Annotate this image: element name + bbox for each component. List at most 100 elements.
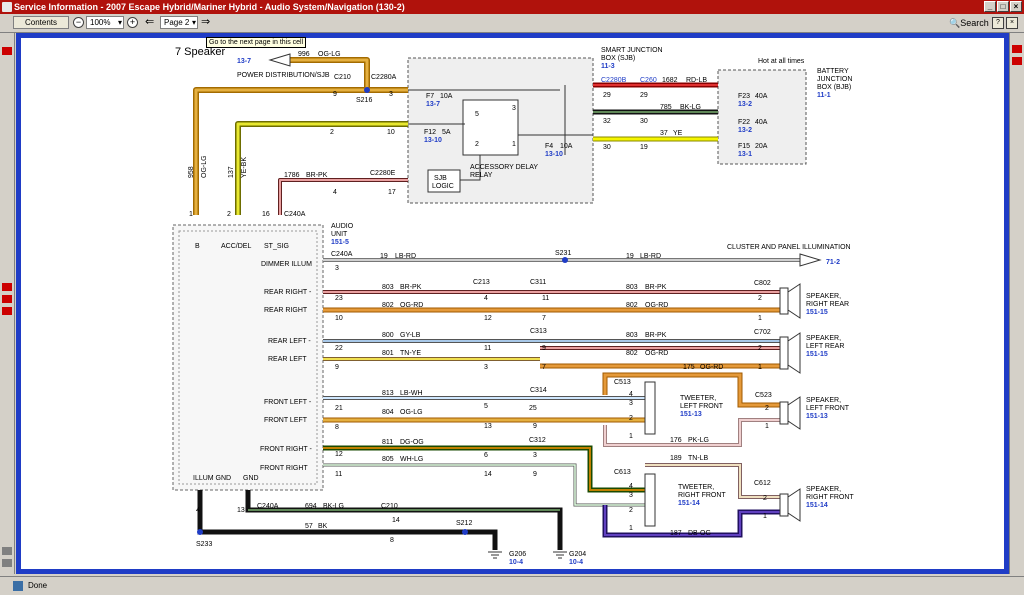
svg-text:32: 32 bbox=[603, 118, 611, 125]
svg-text:BATTERY: BATTERY bbox=[817, 68, 849, 75]
svg-text:LB-RD: LB-RD bbox=[640, 253, 661, 260]
svg-text:14: 14 bbox=[392, 517, 400, 524]
next-page-icon[interactable]: ⇒ bbox=[201, 16, 211, 28]
svg-text:151-15[interactable]: 151-15 bbox=[806, 309, 828, 316]
svg-text:11-3[interactable]: 11-3 bbox=[601, 63, 615, 70]
contents-button[interactable]: Contents bbox=[13, 16, 69, 29]
svg-text:151-13[interactable]: 151-13 bbox=[806, 413, 828, 420]
close-icon[interactable]: × bbox=[1006, 17, 1018, 29]
svg-text:C513: C513 bbox=[614, 379, 631, 386]
svg-text:GND: GND bbox=[243, 475, 259, 482]
svg-text:TN-YE: TN-YE bbox=[400, 350, 421, 357]
svg-text:C2280B: C2280B bbox=[601, 77, 627, 84]
svg-text:GY-LB: GY-LB bbox=[400, 332, 421, 339]
zoom-in-icon[interactable]: + bbox=[127, 17, 138, 28]
ref-13-7[interactable]: 13-7 bbox=[237, 58, 251, 65]
svg-text:10-4[interactable]: 10-4 bbox=[509, 559, 523, 566]
svg-text:151-14[interactable]: 151-14 bbox=[678, 500, 700, 507]
svg-text:151-5[interactable]: 151-5 bbox=[331, 239, 349, 246]
svg-text:13: 13 bbox=[484, 423, 492, 430]
svg-text:8: 8 bbox=[390, 537, 394, 544]
svg-text:C312: C312 bbox=[529, 437, 546, 444]
svg-text:13-10[interactable]: 13-10 bbox=[545, 151, 563, 158]
maximize-button[interactable]: □ bbox=[997, 1, 1009, 12]
svg-text:FRONT LEFT: FRONT LEFT bbox=[264, 417, 308, 424]
help-icon[interactable]: ? bbox=[992, 17, 1004, 29]
relay-box bbox=[462, 99, 519, 156]
svg-text:11-1[interactable]: 11-1 bbox=[817, 92, 831, 99]
bookmark-icon[interactable] bbox=[1012, 45, 1022, 53]
svg-text:REAR LEFT -: REAR LEFT - bbox=[268, 338, 311, 345]
scroll-icon[interactable] bbox=[2, 559, 12, 567]
svg-text:151-13[interactable]: 151-13 bbox=[680, 411, 702, 418]
svg-text:2: 2 bbox=[758, 295, 762, 302]
svg-text:C213: C213 bbox=[473, 279, 490, 286]
svg-text:151-15[interactable]: 151-15 bbox=[806, 351, 828, 358]
svg-text:13-2[interactable]: 13-2 bbox=[738, 127, 752, 134]
svg-text:LEFT REAR: LEFT REAR bbox=[806, 343, 844, 350]
svg-text:YE-BK: YE-BK bbox=[241, 157, 248, 178]
svg-text:22: 22 bbox=[335, 345, 343, 352]
svg-text:ACC/DEL: ACC/DEL bbox=[221, 243, 251, 250]
zoom-select[interactable]: 100%▾ bbox=[86, 16, 124, 29]
svg-text:151-14[interactable]: 151-14 bbox=[806, 502, 828, 509]
close-button[interactable]: × bbox=[1010, 1, 1022, 12]
bookmark-icon[interactable] bbox=[2, 47, 12, 55]
svg-text:BOX (BJB): BOX (BJB) bbox=[817, 84, 851, 91]
svg-text:4: 4 bbox=[333, 189, 337, 196]
svg-text:C210: C210 bbox=[381, 503, 398, 510]
svg-text:S231: S231 bbox=[555, 250, 571, 257]
pin-icon[interactable] bbox=[2, 295, 12, 303]
svg-text:C260: C260 bbox=[640, 77, 657, 84]
pin-icon[interactable] bbox=[2, 307, 12, 315]
pin-icon[interactable] bbox=[2, 283, 12, 291]
svg-text:G206: G206 bbox=[509, 551, 526, 558]
page-select[interactable]: Page 2▾ bbox=[160, 16, 198, 29]
svg-text:OG-LG: OG-LG bbox=[201, 155, 208, 178]
svg-text:811: 811 bbox=[382, 439, 393, 446]
search-button[interactable]: 🔍Search bbox=[949, 17, 989, 29]
svg-text:C313: C313 bbox=[530, 328, 547, 335]
svg-text:1: 1 bbox=[763, 513, 767, 520]
svg-text:REAR RIGHT: REAR RIGHT bbox=[264, 307, 308, 314]
svg-text:23: 23 bbox=[335, 295, 343, 302]
svg-text:FRONT RIGHT -: FRONT RIGHT - bbox=[260, 446, 313, 453]
svg-text:JUNCTION: JUNCTION bbox=[817, 76, 852, 83]
zoom-out-icon[interactable]: − bbox=[73, 17, 84, 28]
svg-text:13-2[interactable]: 13-2 bbox=[738, 101, 752, 108]
svg-text:1: 1 bbox=[758, 364, 762, 371]
svg-text:13-1[interactable]: 13-1 bbox=[738, 151, 752, 158]
svg-text:71-2[interactable]: 71-2 bbox=[826, 259, 840, 266]
minimize-button[interactable]: _ bbox=[984, 1, 996, 12]
scroll-icon[interactable] bbox=[2, 547, 12, 555]
svg-text:F22: F22 bbox=[738, 119, 750, 126]
window-title: Service Information - 2007 Escape Hybrid… bbox=[14, 2, 405, 12]
svg-text:OG-LG: OG-LG bbox=[318, 51, 341, 58]
svg-text:29: 29 bbox=[640, 92, 648, 99]
svg-text:DIMMER ILLUM: DIMMER ILLUM bbox=[261, 261, 312, 268]
svg-text:OG-LG: OG-LG bbox=[400, 409, 423, 416]
svg-text:TWEETER,: TWEETER, bbox=[680, 395, 716, 402]
svg-text:4: 4 bbox=[484, 295, 488, 302]
svg-text:TN-LB: TN-LB bbox=[688, 455, 709, 462]
svg-text:FRONT LEFT -: FRONT LEFT - bbox=[264, 399, 312, 406]
status-text: Done bbox=[28, 581, 48, 590]
svg-text:13-10[interactable]: 13-10 bbox=[424, 137, 442, 144]
svg-text:C311: C311 bbox=[530, 279, 546, 286]
page-value: Page 2 bbox=[164, 18, 190, 27]
svg-text:137: 137 bbox=[228, 166, 235, 178]
speaker-icons bbox=[644, 283, 801, 527]
svg-text:13-7[interactable]: 13-7 bbox=[426, 101, 440, 108]
prev-page-icon[interactable]: ⇐ bbox=[145, 16, 155, 28]
svg-text:30: 30 bbox=[603, 144, 611, 151]
svg-text:OG-RD: OG-RD bbox=[700, 364, 723, 371]
bookmark-icon[interactable] bbox=[1012, 57, 1022, 65]
svg-text:187: 187 bbox=[670, 530, 682, 537]
svg-text:REAR LEFT: REAR LEFT bbox=[268, 356, 307, 363]
svg-text:C240A: C240A bbox=[284, 211, 306, 218]
svg-text:C314: C314 bbox=[530, 387, 547, 394]
svg-text:5: 5 bbox=[475, 111, 479, 118]
diagram-canvas: 7 Speaker 13-7 POWER DISTRIBUTION/SJB 99… bbox=[17, 34, 1008, 573]
wiring-diagram: 7 Speaker 13-7 POWER DISTRIBUTION/SJB 99… bbox=[17, 34, 1008, 573]
svg-text:10-4[interactable]: 10-4 bbox=[569, 559, 583, 566]
